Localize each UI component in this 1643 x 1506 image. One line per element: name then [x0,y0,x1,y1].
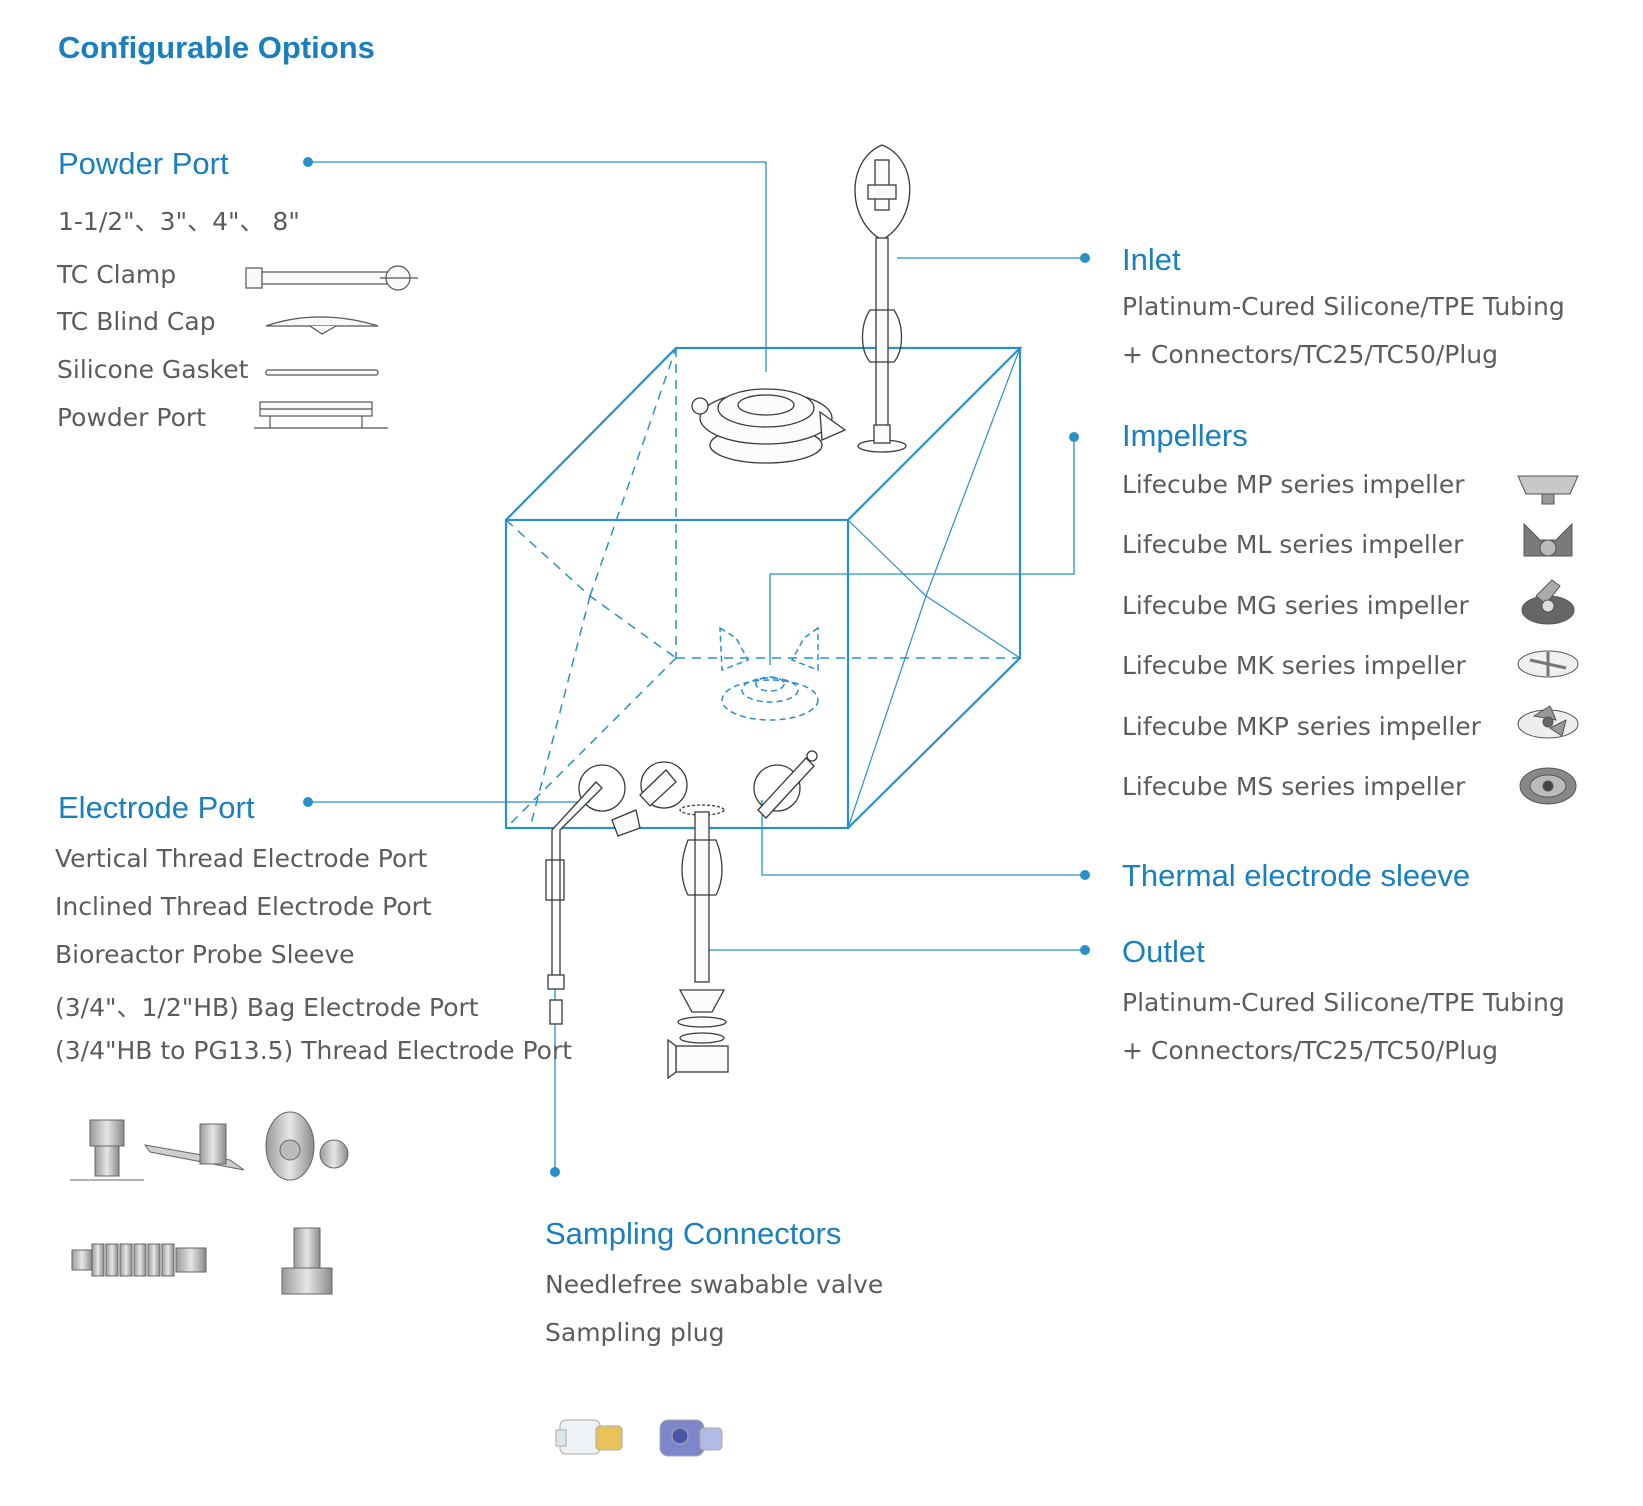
impeller-item: Lifecube MKP series impeller [1122,712,1481,741]
mk-impeller-icon [1517,650,1579,678]
needlefree-valve-icon [555,1419,623,1455]
impeller-item: Lifecube ML series impeller [1122,530,1464,559]
sampling-item: Sampling plug [545,1318,725,1347]
powder-port-leader [308,161,767,372]
inlet-dot [1080,253,1090,263]
sampling-heading: Sampling Connectors [545,1216,842,1251]
impellers-leader [769,437,1075,665]
sampling-dot [550,1167,560,1177]
electrode-port-heading: Electrode Port [58,790,255,825]
mp-impeller-icon [1517,475,1579,505]
bag-electrode-port-icon [71,1243,207,1277]
outlet-dot [1080,945,1090,955]
electrode-port-dot [303,797,313,807]
silicone-gasket-icon [265,369,379,376]
electrode-item: Bioreactor Probe Sleeve [55,940,355,969]
tc-clamp-icon [245,265,418,291]
outlet-heading: Outlet [1122,934,1205,969]
sampling-plug-icon [659,1419,723,1457]
outlet-line: Platinum-Cured Silicone/TPE Tubing [1122,988,1565,1017]
impeller-item: Lifecube MS series impeller [1122,772,1466,801]
thermal-sleeve-dot [1080,870,1090,880]
inlet-line: + Connectors/TC25/TC50/Plug [1122,340,1499,369]
electrode-item: Inclined Thread Electrode Port [55,892,432,921]
silicone-gasket-label: Silicone Gasket [57,355,249,384]
impeller-item: Lifecube MG series impeller [1122,591,1469,620]
impellers-dot [1069,432,1079,442]
outlet-line: + Connectors/TC25/TC50/Plug [1122,1036,1499,1065]
powder-port-part-icon [254,401,388,429]
ml-impeller-icon [1523,522,1573,557]
inlet-heading: Inlet [1122,242,1181,277]
tc-blind-cap-icon [265,316,379,335]
ms-impeller-icon [1519,767,1577,805]
powder-port-sizes: 1-1/2"、3"、4"、 8" [58,207,300,236]
electrode-item: (3/4"HB to PG13.5) Thread Electrode Port [55,1036,573,1065]
vertical-electrode-port-icon [70,1119,144,1181]
mkp-impeller-icon [1517,705,1579,739]
powder-port-label: Powder Port [57,403,206,432]
inclined-electrode-port-icon [143,1123,245,1171]
impellers-heading: Impellers [1122,418,1248,453]
electrode-item: Vertical Thread Electrode Port [55,844,428,873]
thermal-sleeve-leader [761,800,1085,876]
probe-sleeve-icon [265,1111,349,1181]
tc-blind-cap-label: TC Blind Cap [57,307,216,336]
inlet-line: Platinum-Cured Silicone/TPE Tubing [1122,292,1565,321]
powder-port-dot [303,157,313,167]
sampling-item: Needlefree swabable valve [545,1270,884,1299]
thread-electrode-port-icon [281,1227,333,1295]
page-title: Configurable Options [58,30,375,65]
thermal-sleeve-heading: Thermal electrode sleeve [1122,858,1471,893]
impeller-item: Lifecube MK series impeller [1122,651,1466,680]
mg-impeller-icon [1521,579,1575,625]
impeller-item: Lifecube MP series impeller [1122,470,1465,499]
electrode-item: (3/4"、1/2"HB) Bag Electrode Port [55,993,479,1022]
tc-clamp-label: TC Clamp [57,260,177,289]
powder-port-heading: Powder Port [58,146,229,181]
